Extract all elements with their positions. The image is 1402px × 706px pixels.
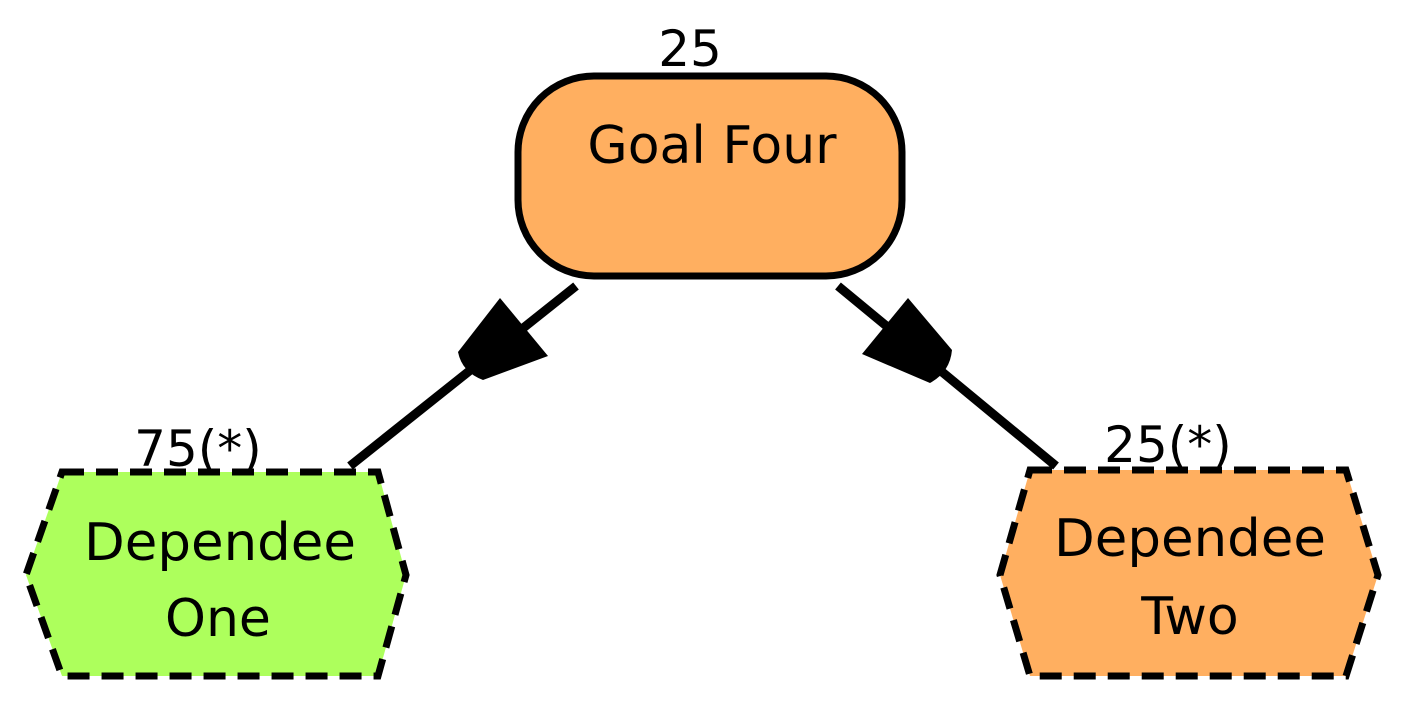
link-line bbox=[835, 282, 1059, 470]
dependee-shape bbox=[22, 468, 410, 680]
node-score: 75(*) bbox=[134, 420, 262, 478]
node-score: 25 bbox=[658, 20, 722, 78]
dependency-arrowhead-icon bbox=[458, 298, 548, 380]
node-label: Goal Four bbox=[587, 116, 837, 176]
node-label-line-1: Dependee bbox=[84, 513, 356, 573]
goal-shape bbox=[514, 72, 906, 280]
link-goal-four-to-dependee-two[interactable] bbox=[835, 282, 1059, 470]
node-label-line-2: One bbox=[165, 589, 271, 649]
link-goal-four-to-dependee-one[interactable] bbox=[347, 282, 579, 470]
node-label-line-2: Two bbox=[1140, 587, 1239, 647]
node-dependee-one[interactable]: Dependee One 75(*) bbox=[22, 420, 410, 680]
dependency-arrowhead-icon bbox=[862, 298, 952, 383]
node-dependee-two[interactable]: Dependee Two 25(*) bbox=[996, 416, 1382, 680]
node-score: 25(*) bbox=[1104, 416, 1232, 474]
dependee-shape bbox=[996, 466, 1382, 680]
link-line bbox=[347, 282, 579, 470]
node-goal-four[interactable]: Goal Four 25 bbox=[514, 20, 906, 280]
node-label-line-1: Dependee bbox=[1054, 509, 1326, 569]
